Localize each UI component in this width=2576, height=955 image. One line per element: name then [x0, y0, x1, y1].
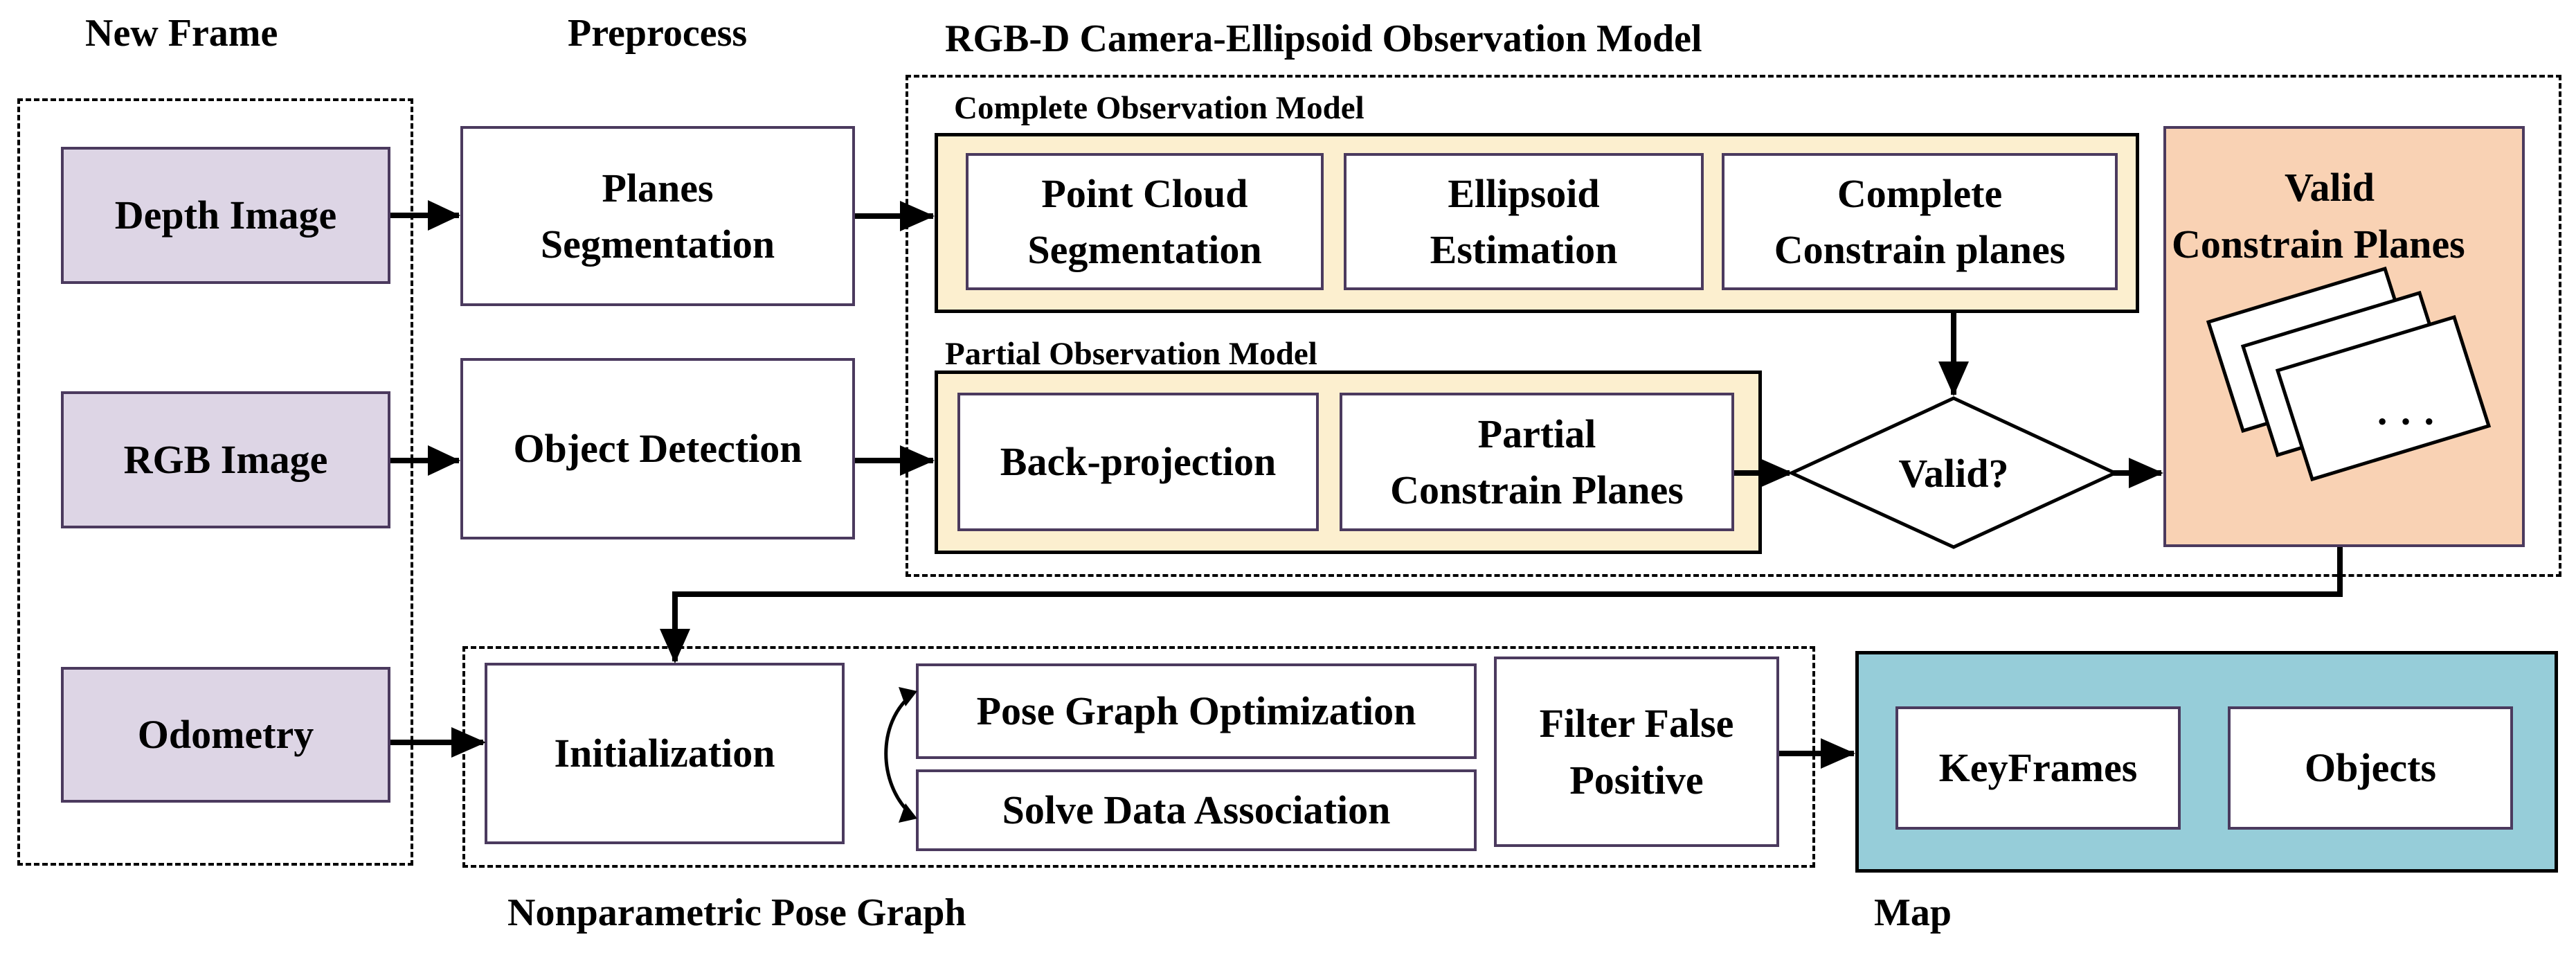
depth-image-box: Depth Image [61, 147, 390, 284]
initialization-box: Initialization [485, 663, 845, 844]
arrowhead-filter [1821, 738, 1855, 769]
ellipsoid-line1: Ellipsoid [1448, 170, 1600, 216]
initialization-label: Initialization [554, 731, 775, 776]
observation-model-group [906, 75, 2561, 577]
partial-line1: Partial [1477, 411, 1596, 456]
rgb-image-box: RGB Image [61, 391, 390, 528]
arrowhead-planes [900, 201, 935, 231]
object-detection-box: Object Detection [460, 358, 855, 539]
point-cloud-line2: Segmentation [1027, 227, 1262, 272]
planes-segmentation-line2: Segmentation [540, 222, 775, 267]
pose-graph-optimization-box: Pose Graph Optimization [916, 663, 1477, 759]
ellipsoid-estimation-box: Ellipsoid Estimation [1344, 153, 1704, 290]
arrowhead-valid [2129, 458, 2163, 488]
plane-sheet-3 [2275, 314, 2492, 482]
valid-line2: Constrain Planes [2172, 222, 2465, 267]
complete-line1: Complete [1837, 170, 2003, 216]
pose-graph-optimization-label: Pose Graph Optimization [976, 688, 1416, 734]
object-detection-label: Object Detection [513, 426, 802, 472]
filter-false-positive-box: Filter False Positive [1494, 657, 1779, 847]
depth-image-label: Depth Image [114, 193, 337, 238]
back-projection-box: Back-projection [957, 393, 1319, 531]
partial-constrain-planes-box: Partial Constrain Planes [1340, 393, 1734, 531]
odometry-box: Odometry [61, 667, 390, 803]
point-cloud-line1: Point Cloud [1041, 170, 1248, 216]
objects-box: Objects [2228, 706, 2513, 830]
arrowhead-rgb [428, 445, 460, 476]
new-frame-group [17, 98, 413, 866]
planes-ellipsis: · · · [2375, 399, 2435, 444]
optimization-association-loop [884, 695, 912, 815]
ellipsoid-line2: Estimation [1430, 227, 1618, 272]
partial-model-title: Partial Observation Model [945, 336, 1317, 372]
keyframes-label: KeyFrames [1938, 745, 2138, 791]
solve-data-association-box: Solve Data Association [916, 769, 1477, 851]
objects-label: Objects [2304, 745, 2437, 791]
arrowhead-complete [1938, 362, 1969, 396]
planes-segmentation-line1: Planes [602, 165, 714, 211]
valid-decision-diamond [1787, 396, 2119, 549]
valid-decision-label: Valid? [1898, 451, 2008, 496]
header-new-frame: New Frame [85, 12, 278, 55]
complete-model-title: Complete Observation Model [954, 90, 1364, 126]
planes-segmentation-box: Planes Segmentation [460, 126, 855, 306]
arrow-planes-to-initialization [672, 547, 2343, 661]
arrowhead-initialization [660, 629, 690, 663]
keyframes-box: KeyFrames [1895, 706, 2181, 830]
filter-line2: Positive [1569, 757, 1704, 803]
odometry-label: Odometry [137, 712, 314, 758]
solve-data-association-label: Solve Data Association [1002, 787, 1391, 833]
complete-line2: Constrain planes [1774, 227, 2066, 272]
header-preprocess: Preprocess [568, 12, 748, 55]
point-cloud-segmentation-box: Point Cloud Segmentation [966, 153, 1324, 290]
arrowhead-partial [1758, 458, 1793, 488]
partial-line2: Constrain Planes [1390, 467, 1684, 512]
loop-arrowhead-bottom [899, 803, 917, 823]
arrowhead-odometry [451, 727, 486, 758]
filter-line1: Filter False [1539, 701, 1734, 747]
header-observation-model: RGB-D Camera-Ellipsoid Observation Model [945, 17, 1702, 60]
header-map: Map [1874, 891, 1952, 934]
valid-line1: Valid [2285, 165, 2375, 210]
arrowhead-depth [428, 200, 460, 231]
rgb-image-label: RGB Image [123, 437, 328, 483]
complete-constrain-planes-box: Complete Constrain planes [1722, 153, 2118, 290]
loop-arrowhead-top [899, 687, 917, 706]
arrowhead-detection [900, 445, 935, 476]
back-projection-label: Back-projection [1000, 439, 1277, 485]
pose-graph-group [462, 646, 1815, 868]
header-pose-graph: Nonparametric Pose Graph [507, 891, 966, 934]
